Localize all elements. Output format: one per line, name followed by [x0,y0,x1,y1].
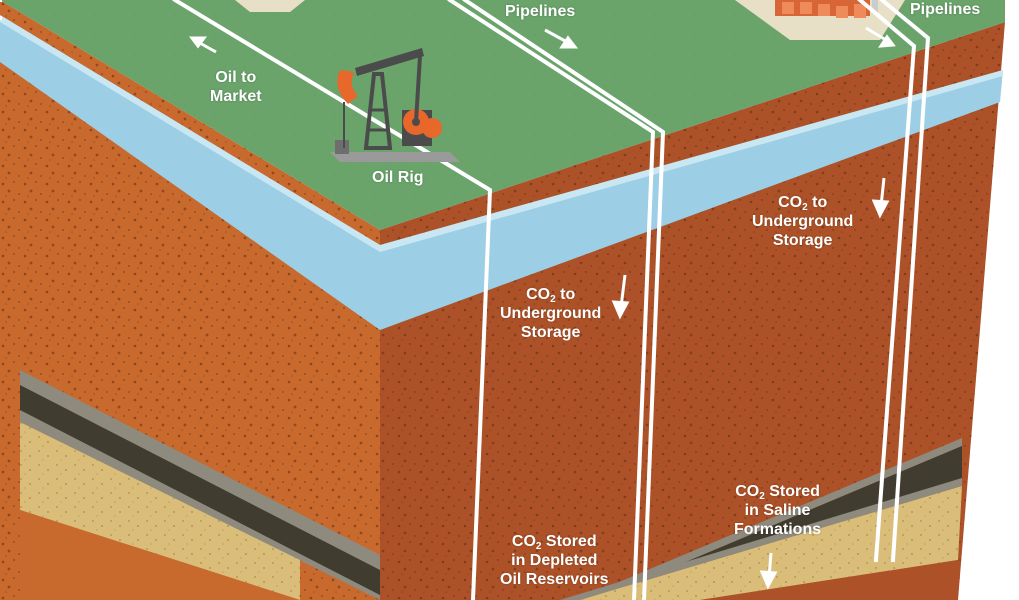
left-face [0,0,380,600]
right-face [380,22,1005,600]
plant-pad-left [235,0,305,12]
pipelines [0,0,928,600]
oil-to-market-label: Oil to Market [210,69,262,105]
flow-arrow-icon [611,274,630,320]
flow-arrow-icon [865,26,896,48]
oil-rig-label: Oil Rig [372,169,424,186]
co2-saline-formations-label: CO2 Stored in Saline Formations [734,483,822,538]
flow-arrow-icon [189,36,217,54]
industrial-plant-icon [775,0,878,18]
right-grey-band-upper [600,438,962,598]
left-grey-band-lower [20,410,380,600]
flow-arrows [189,26,896,590]
oil-pipeline [172,0,493,600]
surface [0,0,1005,230]
co2-storage-label-front: CO2 to Underground Storage [500,286,602,341]
left-dark-band [20,385,380,600]
pipelines-left-label: Pipelines [505,3,576,20]
left-aquifer-band [0,15,380,330]
co2-depleted-reservoirs-label: CO2 Stored in Depleted Oil Reservoirs [500,533,609,588]
right-aquifer-band [380,70,1003,330]
pipeline-left-b [462,0,666,600]
flow-arrow-icon [871,177,890,219]
oil-rig-pumpjack-icon [330,48,460,162]
pipelines-right-label: Pipelines [910,1,981,18]
pipeline-right-a [857,0,917,563]
pipeline-right-b [879,0,931,563]
flow-arrow-icon [759,552,778,590]
flow-arrow-icon [544,28,579,49]
pipeline-left-a [447,0,656,600]
co2-storage-label-right: CO2 to Underground Storage [752,194,854,249]
